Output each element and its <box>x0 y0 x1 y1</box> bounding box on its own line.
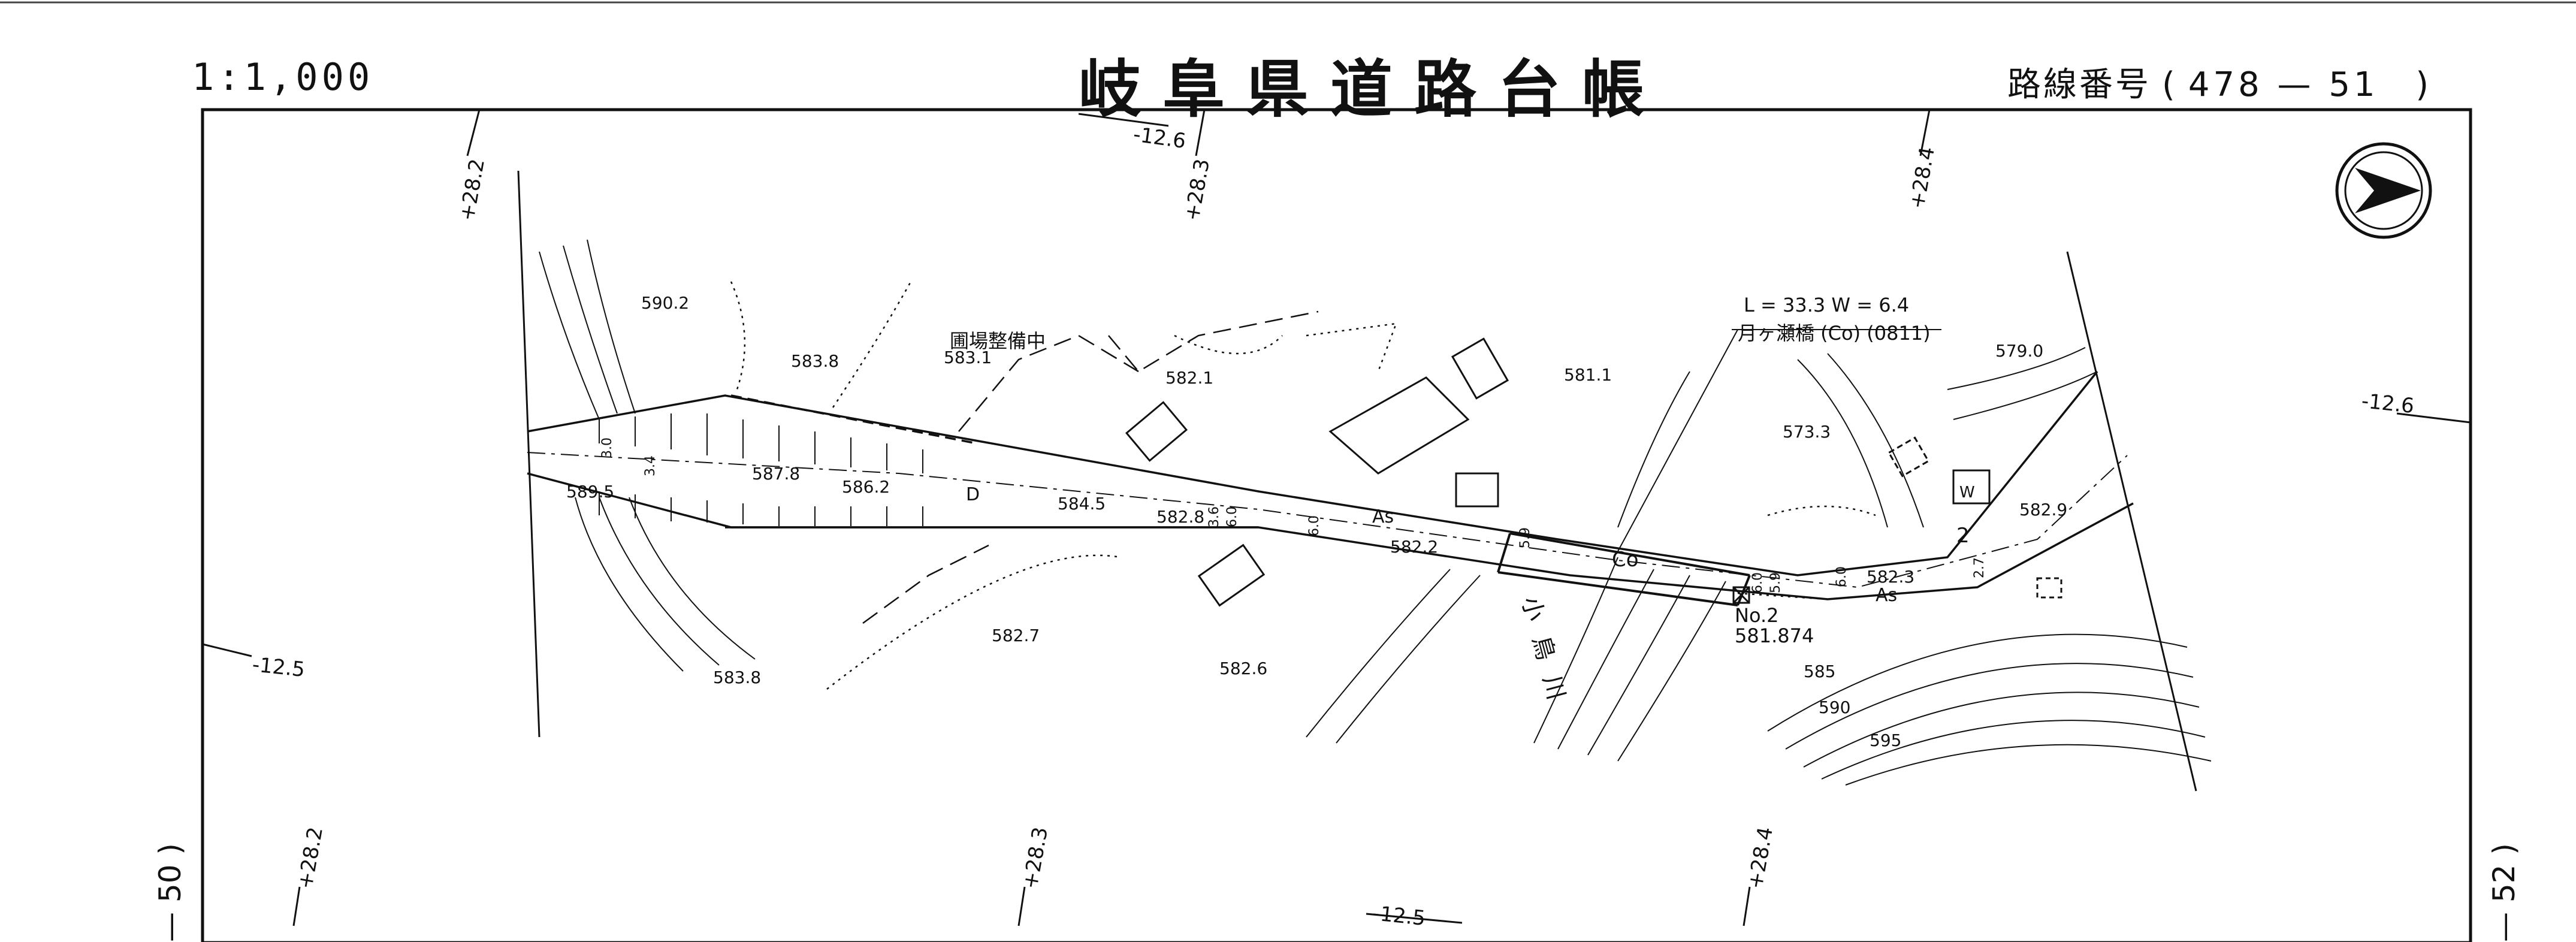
contour-lines <box>539 239 2212 786</box>
elevation-labels: 590.2 583.8 583.1 582.1 581.1 579.0 573.… <box>566 293 2067 750</box>
elevation-label: 583.1 <box>944 348 992 367</box>
elevation-label: 595 <box>1870 730 1901 750</box>
elevation-label: 583.8 <box>791 351 839 371</box>
bridge <box>1497 532 1751 606</box>
buildings <box>1125 337 2062 607</box>
elevation-label: 585 <box>1804 662 1835 681</box>
width-labels: 3.0 3.4 3.6 6.0 6.0 5.9 6.0 5.9 2.7 6.0 <box>600 437 1987 593</box>
slope-hatching <box>599 413 923 526</box>
survey-boundary <box>517 170 2197 792</box>
elevation-label: 581.1 <box>1564 365 1612 385</box>
elevation-label: 579.0 <box>1995 341 2043 361</box>
width-label: 3.4 <box>643 455 658 476</box>
width-label: 5.9 <box>1518 527 1533 548</box>
route-label: 路線番号 <box>2007 65 2151 104</box>
map-scale: 1:1,000 <box>192 55 374 99</box>
route-number-value: 478 — 51 <box>2188 65 2379 104</box>
elevation-label: 582.2 <box>1390 537 1438 557</box>
elevation-label: 582.6 <box>1219 659 1267 678</box>
field-work-note: 圃場整備中 <box>950 330 1046 352</box>
grid-label-y-right: -12.6 <box>2360 389 2415 418</box>
elevation-label: 586.2 <box>842 477 890 497</box>
elevation-label: 587.8 <box>752 464 800 484</box>
width-label: 6.0 <box>1307 515 1322 536</box>
elevation-label: 584.5 <box>1058 494 1106 514</box>
width-label: 6.0 <box>1750 572 1765 593</box>
boundary-lines <box>730 281 1876 690</box>
road-edges <box>527 370 2134 600</box>
elevation-label: 589.5 <box>566 482 614 502</box>
pavement-label-co: Co <box>1612 548 1639 572</box>
grid-label-x-top-1: +28.2 <box>455 157 489 223</box>
bridge-name: 月ヶ瀬橋 (Co) (0811) <box>1738 322 1931 345</box>
width-label: 6.0 <box>1834 566 1849 587</box>
elevation-label: 573.3 <box>1783 422 1831 442</box>
grid-label-x-top-3: +28.4 <box>1905 145 1939 211</box>
grid-ticks <box>202 109 2471 926</box>
north-arrow-icon <box>2335 142 2432 239</box>
grid-label-x-bottom-1: +28.2 <box>293 825 327 891</box>
route-marker-2: 2 <box>1956 524 1970 548</box>
width-label: 3.0 <box>600 437 615 458</box>
width-label: 5.9 <box>1768 572 1783 593</box>
elevation-label: 582.3 <box>1867 567 1914 587</box>
grid-label-y-left: -12.5 <box>251 653 306 682</box>
route-number: 路線番号(478 — 51 ) <box>2007 65 2432 104</box>
map-frame <box>201 108 2472 942</box>
benchmark-elevation: 581.874 <box>1735 624 1814 647</box>
benchmark-marker-icon <box>1732 586 1750 604</box>
elevation-label: 590 <box>1819 698 1850 717</box>
width-label: 6.0 <box>1225 506 1240 527</box>
benchmark-id: No.2 <box>1735 604 1778 627</box>
grid-label-x-top-2: +28.3 <box>1180 157 1214 223</box>
grid-label-y-bottom: -12.5 <box>1372 901 1427 931</box>
bridge-leader <box>1617 329 1738 552</box>
river-label: 小鳥川 <box>1516 594 1574 719</box>
elevation-label: 582.1 <box>1165 368 1213 388</box>
road-centerline <box>527 452 2128 588</box>
grid-label-x-bottom-2: +28.3 <box>1018 825 1052 891</box>
page-title: 岐阜県道路台帳 <box>1079 53 1666 126</box>
grid-label-y-top: -12.6 <box>1132 122 1188 153</box>
grid-label-x-bottom-3: +28.4 <box>1743 825 1777 891</box>
pavement-label-as-1: As <box>1372 506 1394 527</box>
route-marker-d: D <box>966 484 980 505</box>
elevation-label: 583.8 <box>713 668 761 687</box>
building-w: W <box>1959 484 1975 502</box>
elevation-label: 582.8 <box>1156 507 1204 527</box>
width-label: 3.6 <box>1207 506 1222 527</box>
bridge-dimensions: L = 33.3 W = 6.4 <box>1744 294 1909 316</box>
pavement-label-as-2: As <box>1876 585 1897 606</box>
field-boundaries <box>862 310 1319 624</box>
width-label: 2.7 <box>1972 557 1987 578</box>
elevation-label: 582.7 <box>992 626 1040 645</box>
elevation-label: 582.9 <box>2019 500 2067 520</box>
elevation-label: 590.2 <box>641 293 689 313</box>
